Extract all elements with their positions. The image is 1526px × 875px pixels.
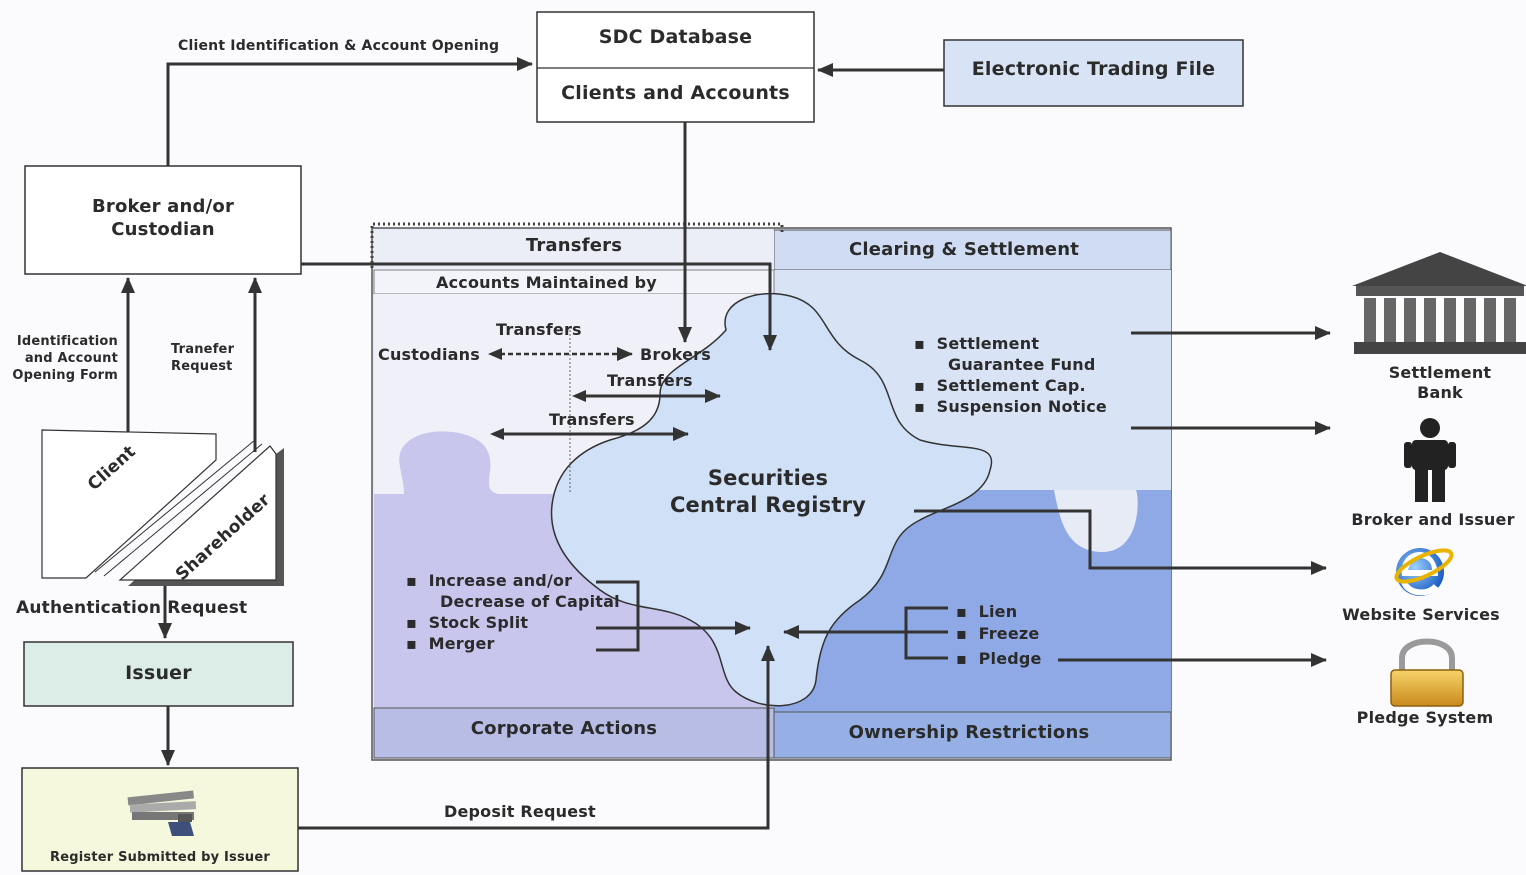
shareholder-card [118,445,277,581]
transfer-request-line2: Request [171,359,233,374]
corporate-item-3-text: Merger [428,634,495,653]
corporate-item-2-text: Stock Split [428,613,529,632]
settlement-item-2-text: Settlement Cap. [936,376,1086,395]
accounts-maintained-label: Accounts Maintained by [436,273,657,292]
internet-explorer-icon [1394,548,1454,596]
registry-center-line1: Securities [707,466,829,490]
restriction-item-1-text: Lien [978,602,1018,621]
transfer-request-line1: Tranefer [171,342,235,357]
deposit-request-label: Deposit Request [444,802,596,821]
settlement-item-3: ▪ Suspension Notice [914,397,1107,416]
id-form-line1: Identification [16,334,118,349]
ownership-restrictions-label: Ownership Restrictions [848,722,1090,743]
electronic-trading-file: Electronic Trading File [971,58,1216,80]
sdc-database-title: SDC Database [598,26,753,48]
corporate-actions-label: Corporate Actions [470,718,658,739]
id-form-line3: Opening Form [12,368,118,383]
broker-custodian-box [24,165,302,275]
settlement-item-1b: Guarantee Fund [948,355,1096,374]
transfers-dotted-border [370,222,784,268]
settlement-bank-line2: Bank [1417,383,1463,402]
register-label: Register Submitted by Issuer [50,850,270,865]
ownership-bar [773,711,1172,759]
card-fold-2 [103,443,263,577]
website-services-label: Website Services [1342,605,1500,624]
restriction-item-3: ▪ Pledge [956,649,1042,668]
client-identification-label: Client Identification & Account Opening [178,38,500,54]
connector-client-id-opening [166,57,533,166]
custodians-label: Custodians [378,345,480,364]
brokers-label: Brokers [640,345,711,364]
corporate-item-1: ▪ Increase and/or [406,571,573,590]
etf-box [943,39,1244,107]
restriction-item-1: ▪ Lien [956,602,1018,621]
transfers-label-1: Transfers [496,320,582,339]
restriction-item-3-text: Pledge [978,649,1042,668]
corporate-item-1b: Decrease of Capital [440,592,620,611]
accounts-row-bg [373,269,775,295]
broker-custodian-line2: Custodian [111,219,215,240]
issuer-box [23,641,294,707]
settlement-item-1-text: Settlement [936,334,1040,353]
bank-icon [1352,252,1526,354]
broker-issuer-label: Broker and Issuer [1351,510,1515,529]
issuer-label: Issuer [125,662,192,684]
card-fold-1 [94,439,256,573]
person-icon [1404,418,1456,502]
connector-broker-to-registry [301,262,777,351]
corporate-actions-bar [373,707,775,759]
corporate-item-2: ▪ Stock Split [406,613,529,632]
corporate-bracket [596,580,640,652]
pledge-system-label: Pledge System [1356,708,1494,727]
restriction-item-2: ▪ Freeze [956,624,1040,643]
restriction-item-2-text: Freeze [978,624,1040,643]
transfers-header: Transfers [525,235,623,256]
registry-center-line2: Central Registry [669,493,867,517]
transfers-label-2: Transfers [607,371,693,390]
authentication-request-label: Authentication Request [16,598,248,618]
settlement-item-3-text: Suspension Notice [936,397,1107,416]
transfers-label-3: Transfers [549,410,635,429]
corporate-item-3: ▪ Merger [406,634,495,653]
sdc-clients-accounts: Clients and Accounts [561,82,790,104]
register-documents-icon [127,790,197,836]
settlement-item-1: ▪ Settlement [914,334,1040,353]
clearing-settlement-header: Clearing & Settlement [848,239,1080,260]
connector-to-website [914,509,1327,575]
id-form-line2: and Account [24,351,118,366]
broker-custodian-line1: Broker and/or [91,196,235,217]
clearing-header-bg [773,229,1172,271]
connector-deposit-request [298,645,775,830]
client-card [41,429,217,579]
settlement-item-2: ▪ Settlement Cap. [914,376,1086,395]
sdc-database-box [536,11,815,123]
settlement-bank-line1: Settlement [1388,363,1492,382]
corporate-item-1-text: Increase and/or [428,571,573,590]
lock-icon [1390,638,1464,707]
